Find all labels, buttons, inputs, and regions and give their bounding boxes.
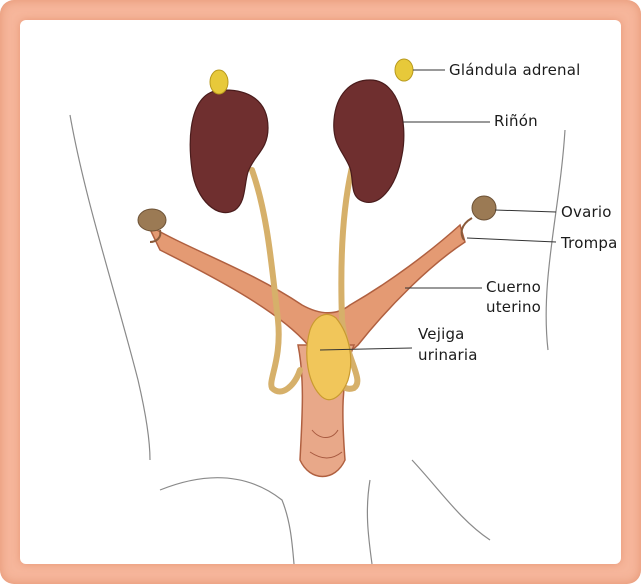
leader-tube: [467, 238, 556, 242]
label-bladder-line2: urinaria: [418, 346, 478, 364]
diagram-panel: Glándula adrenal Riñón Ovario Trompa Cue…: [20, 20, 621, 564]
body-left-contour: [70, 115, 150, 460]
label-adrenal-gland: Glándula adrenal: [449, 61, 581, 79]
ovary-left: [138, 209, 166, 231]
ovary-right: [472, 196, 496, 220]
label-fallopian-tube: Trompa: [560, 234, 618, 252]
leg-left-contour: [160, 478, 294, 564]
label-bladder-line1: Vejiga: [418, 325, 465, 343]
adrenal-gland-right: [395, 59, 413, 81]
adrenal-gland-left: [210, 70, 228, 94]
label-ovary: Ovario: [561, 203, 612, 221]
groin-contour: [367, 480, 372, 564]
label-kidney: Riñón: [494, 112, 538, 130]
leader-ovary: [495, 210, 556, 212]
label-uterine-horn-line2: uterino: [486, 298, 541, 316]
fallopian-tube-right: [462, 218, 472, 240]
leg-right-contour: [412, 460, 490, 540]
label-uterine-horn-line1: Cuerno: [486, 278, 541, 296]
reproductive-urinary-diagram: Glándula adrenal Riñón Ovario Trompa Cue…: [20, 20, 621, 564]
kidney-right: [334, 80, 404, 202]
